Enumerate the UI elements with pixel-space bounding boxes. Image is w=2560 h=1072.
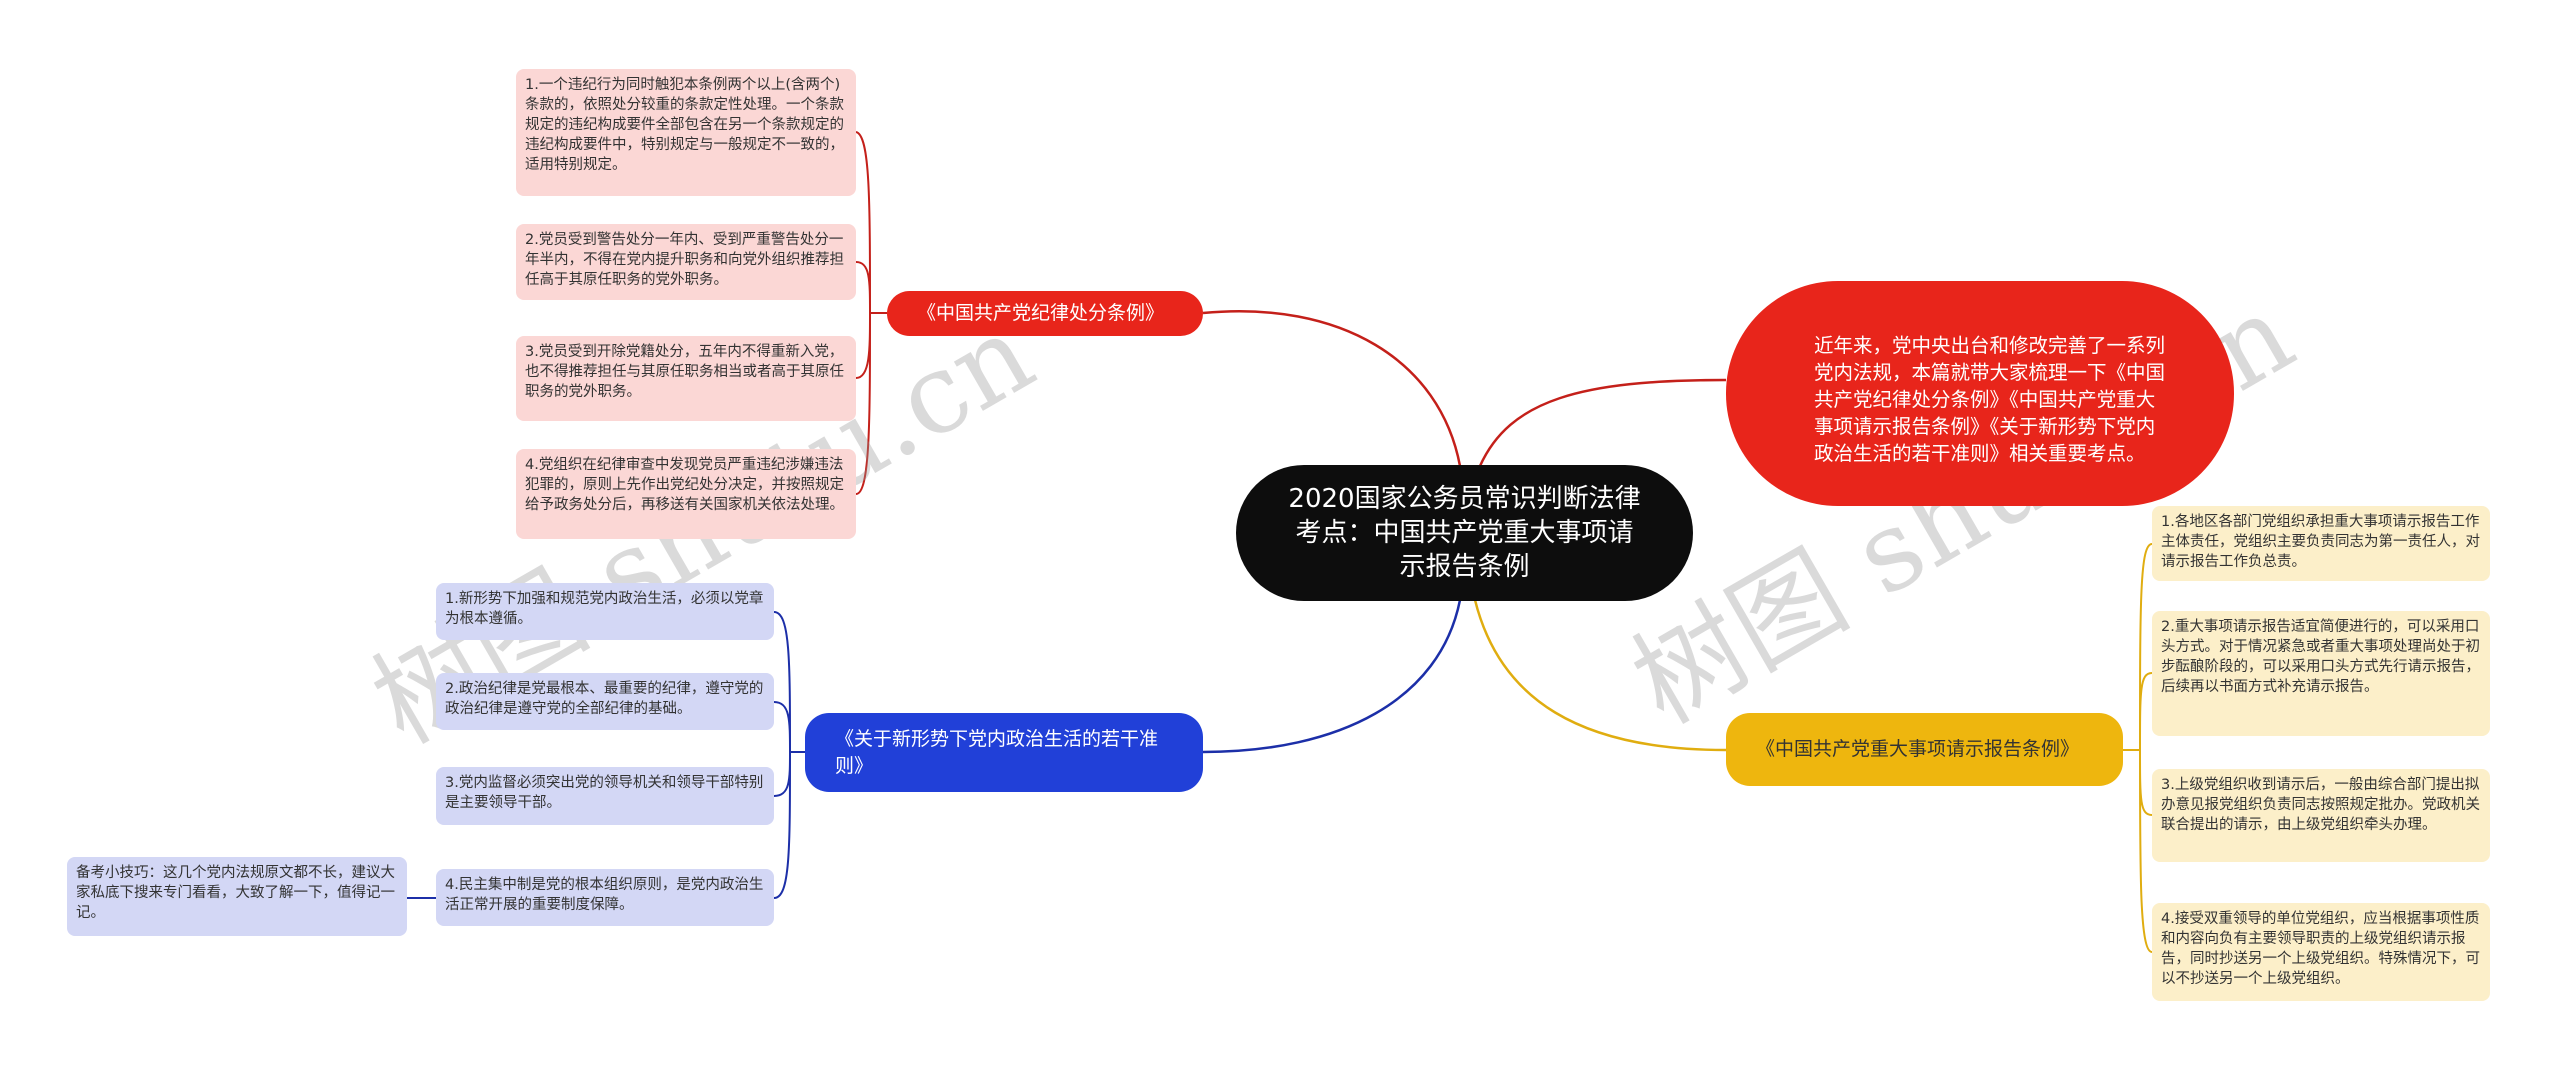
branch-label: 《中国共产党纪律处分条例》 (917, 302, 1165, 324)
leaf-discipline-1[interactable]: 1.一个违纪行为同时触犯本条例两个以上(含两个)条款的，依照处分较重的条款定性处… (516, 69, 856, 196)
leaf-reporting-2[interactable]: 2.重大事项请示报告适宜简便进行的，可以采用口头方式。对于情况紧急或者重大事项处… (2152, 611, 2490, 736)
leaf-political-2[interactable]: 2.政治纪律是党最根本、最重要的纪律，遵守党的政治纪律是遵守党的全部纪律的基础。 (436, 673, 774, 730)
leaf-political-3[interactable]: 3.党内监督必须突出党的领导机关和领导干部特别是主要领导干部。 (436, 767, 774, 825)
note-study-tip[interactable]: 备考小技巧：这几个党内法规原文都不长，建议大家私底下搜来专门看看，大致了解一下，… (67, 857, 407, 936)
central-topic[interactable]: 2020国家公务员常识判断法律考点：中国共产党重大事项请示报告条例 (1236, 465, 1693, 601)
branch-political-life[interactable]: 《关于新形势下党内政治生活的若干准则》 (805, 713, 1203, 792)
intro-node[interactable]: 近年来，党中央出台和修改完善了一系列党内法规，本篇就带大家梳理一下《中国共产党纪… (1726, 281, 2234, 506)
branch-reporting[interactable]: 《中国共产党重大事项请示报告条例》 (1726, 713, 2123, 786)
leaf-reporting-4[interactable]: 4.接受双重领导的单位党组织，应当根据事项性质和内容向负有主要领导职责的上级党组… (2152, 903, 2490, 1001)
branch-label: 《关于新形势下党内政治生活的若干准则》 (835, 727, 1159, 777)
intro-text: 近年来，党中央出台和修改完善了一系列党内法规，本篇就带大家梳理一下《中国共产党纪… (1814, 334, 2166, 465)
central-topic-text: 2020国家公务员常识判断法律考点：中国共产党重大事项请示报告条例 (1288, 484, 1641, 582)
leaf-discipline-2[interactable]: 2.党员受到警告处分一年内、受到严重警告处分一年半内，不得在党内提升职务和向党外… (516, 224, 856, 300)
leaf-political-1[interactable]: 1.新形势下加强和规范党内政治生活，必须以党章为根本遵循。 (436, 583, 774, 640)
leaf-political-4[interactable]: 4.民主集中制是党的根本组织原则，是党内政治生活正常开展的重要制度保障。 (436, 869, 774, 926)
leaf-discipline-4[interactable]: 4.党组织在纪律审查中发现党员严重违纪涉嫌违法犯罪的，原则上先作出党纪处分决定，… (516, 449, 856, 539)
leaf-reporting-3[interactable]: 3.上级党组织收到请示后，一般由综合部门提出拟办意见报党组织负责同志按照规定批办… (2152, 769, 2490, 862)
leaf-discipline-3[interactable]: 3.党员受到开除党籍处分，五年内不得重新入党，也不得推荐担任与其原任职务相当或者… (516, 336, 856, 421)
branch-discipline[interactable]: 《中国共产党纪律处分条例》 (887, 291, 1203, 336)
branch-label: 《中国共产党重大事项请示报告条例》 (1756, 738, 2080, 760)
leaf-reporting-1[interactable]: 1.各地区各部门党组织承担重大事项请示报告工作主体责任，党组织主要负责同志为第一… (2152, 506, 2490, 581)
